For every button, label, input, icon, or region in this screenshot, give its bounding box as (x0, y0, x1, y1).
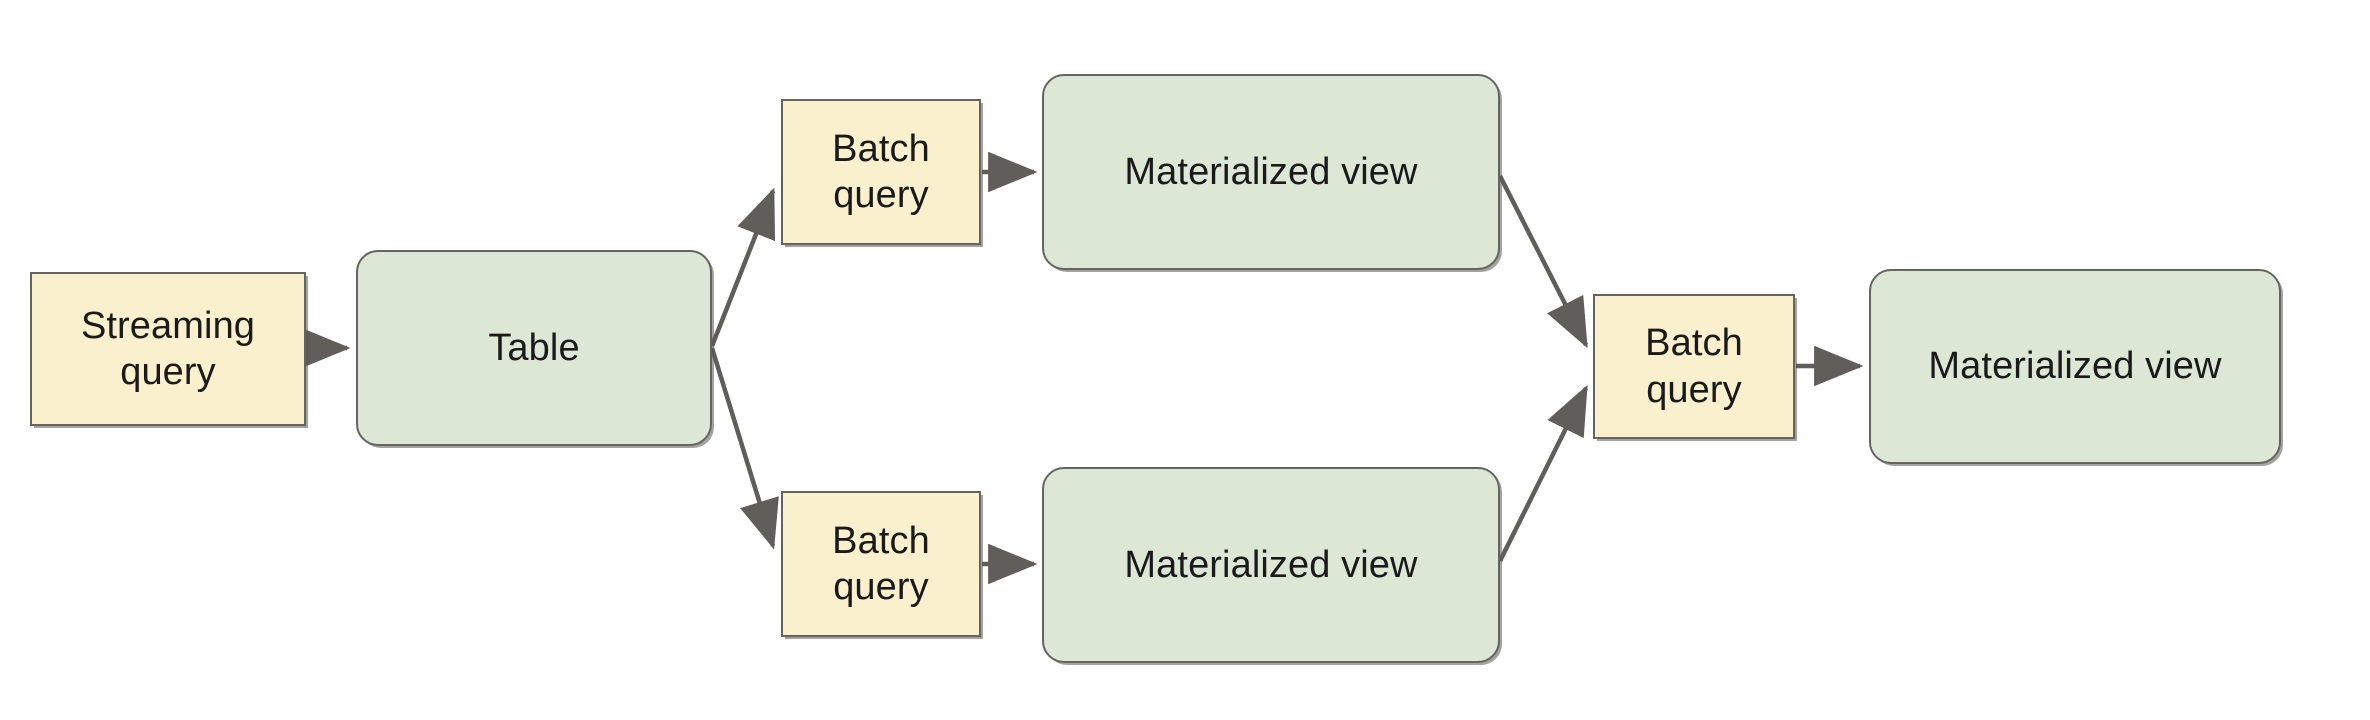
node-table[interactable]: Table (356, 250, 712, 446)
edge-materialized-view-top-to-batch-query-merge (1497, 174, 1589, 349)
edge-table-to-batch-query-bottom (709, 347, 779, 550)
node-materialized-view-final[interactable]: Materialized view (1869, 269, 2281, 464)
edge-materialized-view-bottom-to-batch-query-merge (1497, 384, 1589, 563)
edge-table-to-batch-query-top (709, 187, 776, 347)
node-materialized-view-top[interactable]: Materialized view (1042, 74, 1500, 270)
node-batch-query-bottom[interactable]: Batch query (781, 491, 981, 637)
node-batch-query-top[interactable]: Batch query (781, 99, 981, 245)
node-materialized-view-bottom[interactable]: Materialized view (1042, 467, 1500, 663)
node-streaming-query[interactable]: Streaming query (30, 272, 306, 426)
node-batch-query-merge[interactable]: Batch query (1593, 294, 1795, 439)
